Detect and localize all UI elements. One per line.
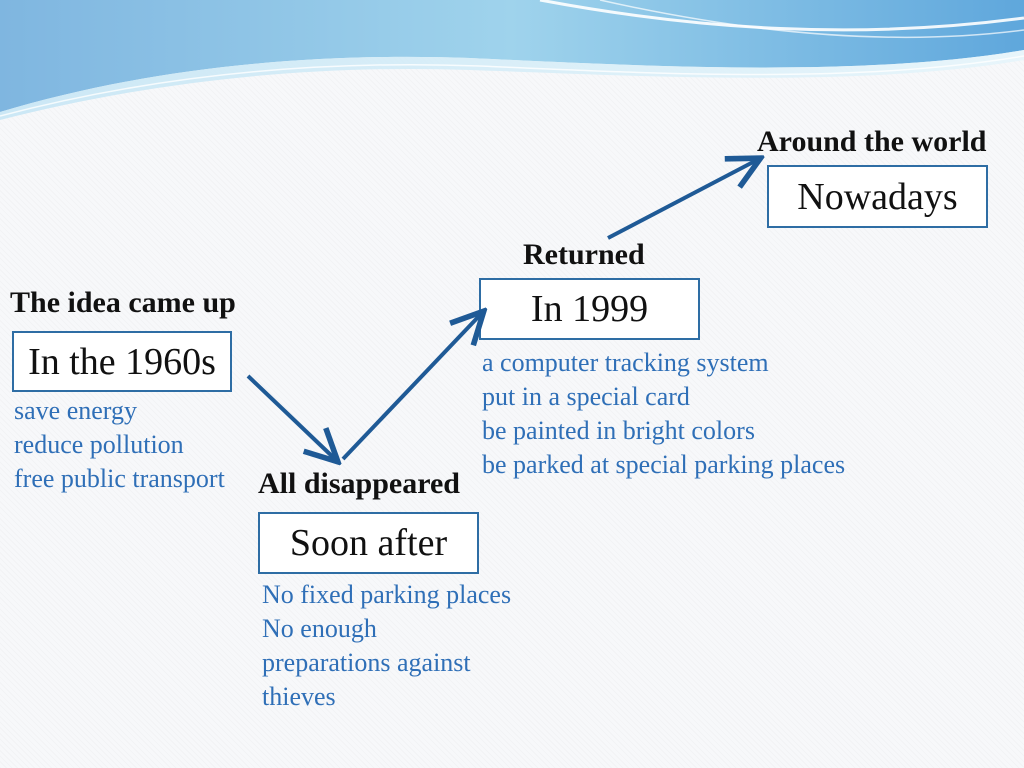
note-item: be painted in bright colors xyxy=(482,416,755,445)
arrow-up-to-nowadays xyxy=(607,160,757,240)
note-item: No enough xyxy=(262,614,377,643)
disappeared-box: Soon after xyxy=(258,512,479,574)
idea-heading: The idea came up xyxy=(10,286,236,319)
world-heading: Around the world xyxy=(757,125,987,158)
note-item: save energy xyxy=(14,396,137,425)
note-item: No fixed parking places xyxy=(262,580,512,609)
disappeared-heading: All disappeared xyxy=(258,467,460,500)
returned-box: In 1999 xyxy=(479,278,700,340)
arrow-down xyxy=(246,374,335,459)
note-item: thieves xyxy=(262,682,336,711)
returned-notes: a computer tracking system put in a spec… xyxy=(482,346,845,482)
decorative-wave-banner xyxy=(0,0,1024,120)
note-item: free public transport xyxy=(14,464,225,493)
note-item: reduce pollution xyxy=(14,430,184,459)
note-item: a computer tracking system xyxy=(482,348,769,377)
arrow-up-to-1999 xyxy=(341,314,481,461)
returned-heading: Returned xyxy=(523,238,645,271)
note-item: preparations against xyxy=(262,648,471,677)
idea-notes: save energy reduce pollution free public… xyxy=(14,394,225,496)
disappeared-notes: No fixed parking places No enough prepar… xyxy=(262,578,511,714)
idea-box: In the 1960s xyxy=(12,331,232,392)
note-item: be parked at special parking places xyxy=(482,450,846,479)
world-box: Nowadays xyxy=(767,165,988,228)
note-item: put in a special card xyxy=(482,382,690,411)
